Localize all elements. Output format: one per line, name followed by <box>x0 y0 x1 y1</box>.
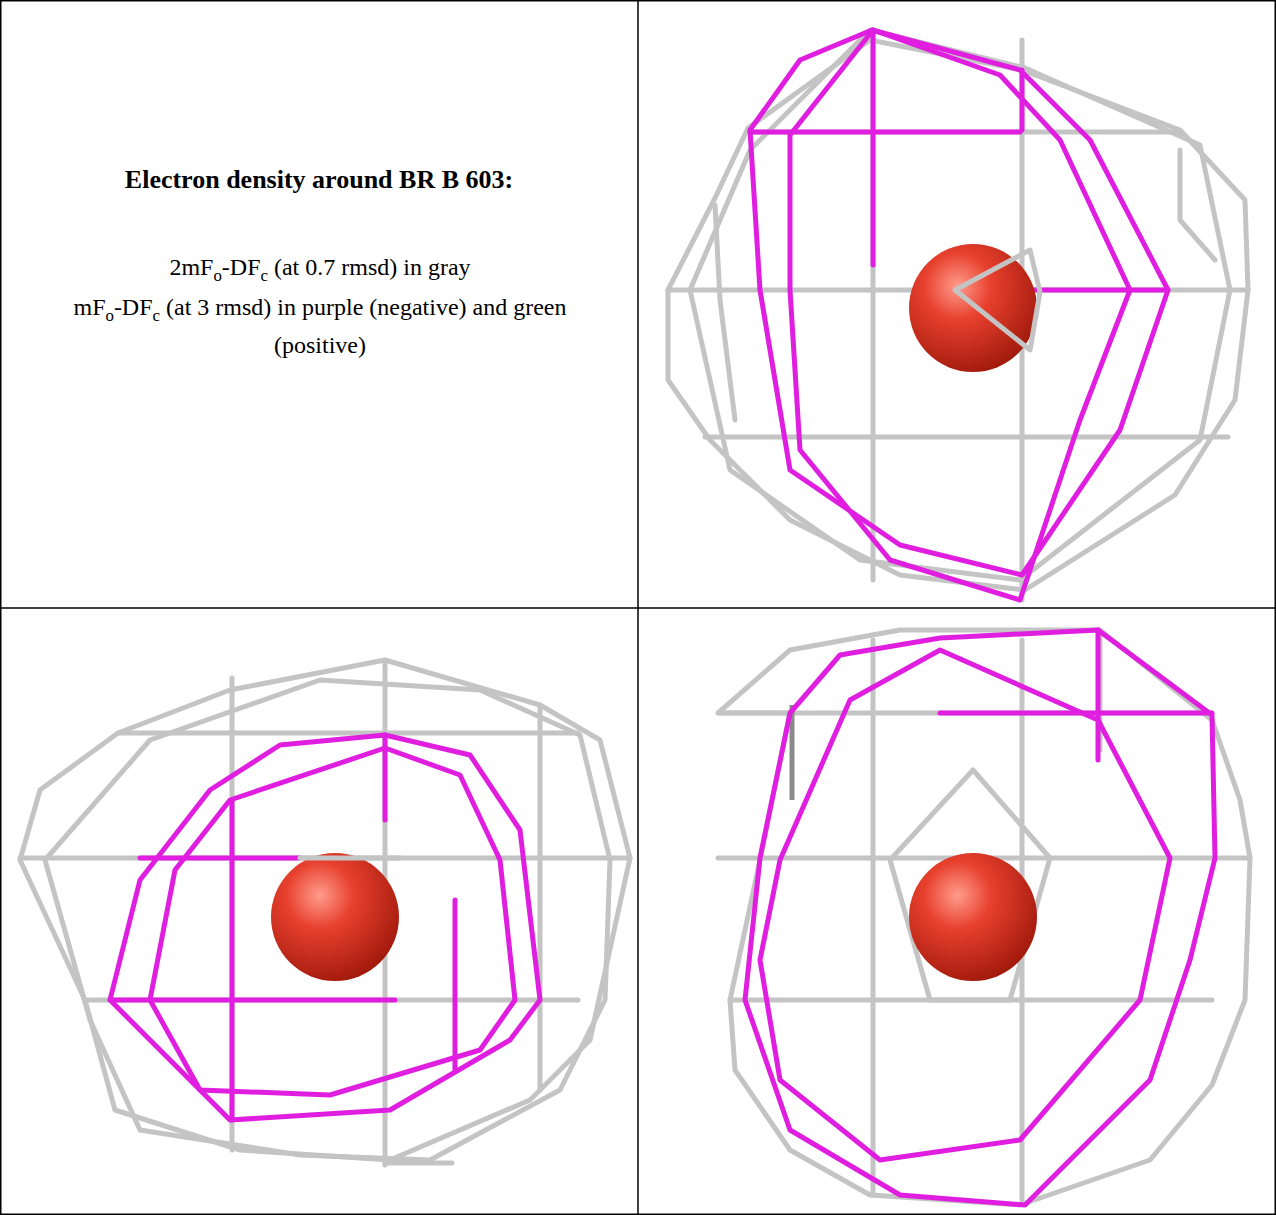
map-note: 2mFo-DFc (at 0.7 rmsd) in gray <box>40 250 600 288</box>
map-note: mFo-DFc (at 3 rmsd) in purple (negative)… <box>40 290 600 363</box>
panel-title: Electron density around BR B 603: <box>20 165 618 195</box>
legend-notes: 2mFo-DFc (at 0.7 rmsd) in graymFo-DFc (a… <box>40 250 600 365</box>
density-mesh <box>668 30 1248 600</box>
density-mesh <box>718 630 1250 1205</box>
density-mesh <box>20 660 630 1165</box>
